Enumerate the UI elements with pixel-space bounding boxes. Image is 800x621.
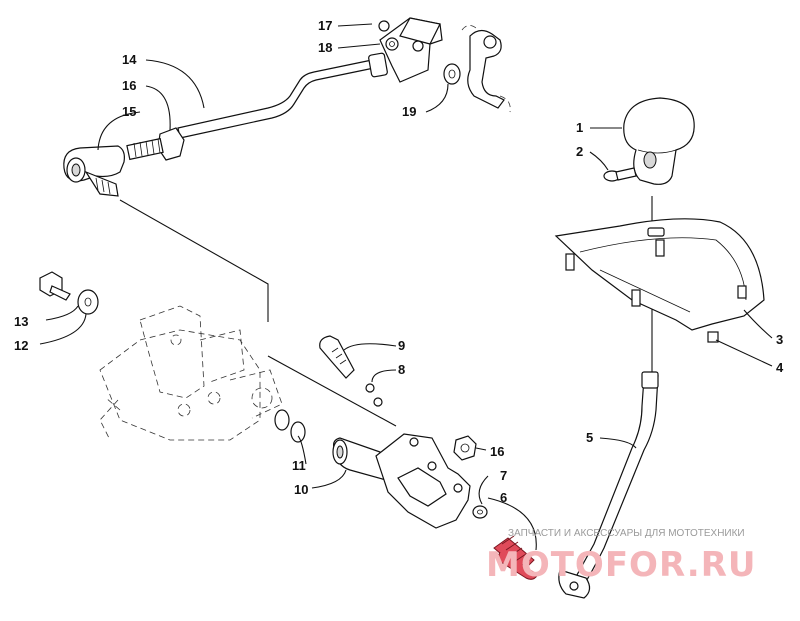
callout-13: 13 [14,314,28,329]
flange-bolt [39,271,71,301]
callout-11: 11 [292,458,306,473]
flat-washer [77,289,99,315]
callout-4: 4 [776,360,784,375]
callout-labels: 14 16 15 17 18 19 1 2 3 4 5 6 7 8 9 10 1… [14,18,784,505]
o-rings [274,409,306,443]
watermark-logo: MOTOFOR.RU [486,545,756,585]
shift-knob [623,97,695,185]
e-clip [378,20,390,32]
callout-16-top: 16 [122,78,136,93]
transmission-shift-arm [461,25,511,113]
ball-joint-end [63,145,125,197]
callout-19: 19 [402,104,416,119]
small-washers [365,383,383,407]
console-peg [565,253,575,271]
shift-pivot-bracket [332,433,471,529]
shift-rod-assembly [63,17,511,197]
callout-14: 14 [122,52,137,67]
guide-line-2 [267,355,397,427]
callout-15: 15 [122,104,136,119]
callout-8: 8 [398,362,405,377]
washer-18 [385,37,399,51]
shift-rod [177,59,375,139]
frame-section [99,305,283,441]
leader-lines [39,23,773,551]
shift-clevis [378,17,443,83]
callout-3: 3 [776,332,783,347]
callout-10: 10 [294,482,308,497]
rod-collar [368,52,388,78]
callout-6: 6 [500,490,507,505]
callout-7: 7 [500,468,507,483]
spring-washer [472,505,488,519]
callout-18: 18 [318,40,332,55]
shift-console-cover [554,218,765,343]
return-spring [493,535,539,580]
callout-2: 2 [576,144,583,159]
lock-nut [453,435,477,461]
callout-1: 1 [576,120,583,135]
callout-5: 5 [586,430,593,445]
watermark: ЗАПЧАСТИ И АКСЕССУАРЫ ДЛЯ МОТОТЕХНИКИ MO… [486,528,756,585]
shift-lever [558,371,659,599]
pivot-pin [319,335,355,379]
callout-17: 17 [318,18,332,33]
callout-9: 9 [398,338,405,353]
threaded-stud [126,137,164,161]
knob-screw [603,167,637,182]
callout-16-bottom: 16 [490,444,504,459]
watermark-caption: ЗАПЧАСТИ И АКСЕССУАРЫ ДЛЯ МОТОТЕХНИКИ [508,528,745,539]
console-grommet [707,331,719,343]
callout-12: 12 [14,338,28,353]
washer-19 [443,63,461,85]
guide-line-1 [119,199,269,322]
